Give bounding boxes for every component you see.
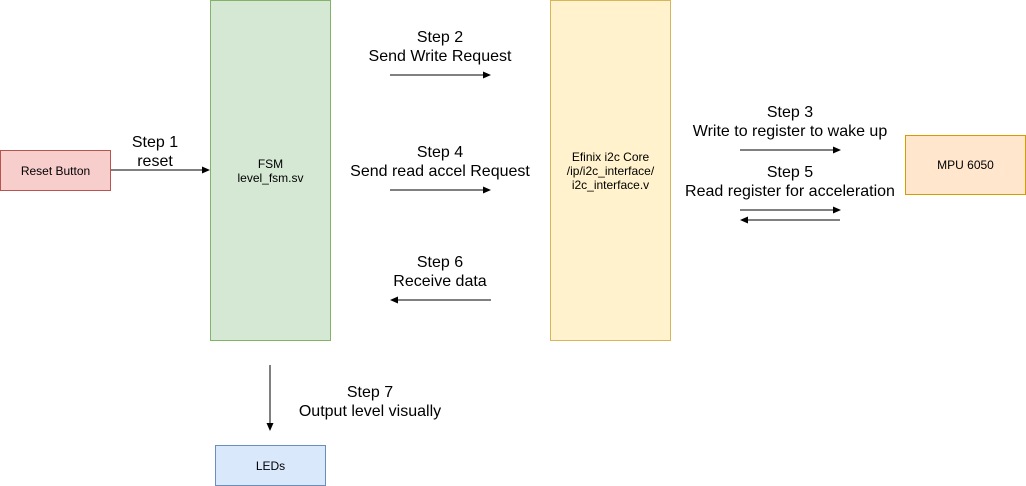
step2-label: Step 2 Send Write Request: [369, 28, 512, 66]
step7-label: Step 7 Output level visually: [299, 383, 441, 421]
fsm-file: level_fsm.sv: [237, 170, 304, 185]
step3-desc: Write to register to wake up: [692, 123, 888, 140]
step7-desc: Output level visually: [298, 403, 442, 420]
leds-node: LEDs: [215, 445, 326, 486]
step1-title: Step 1: [131, 134, 179, 151]
mpu-label: MPU 6050: [937, 158, 994, 172]
step5-label: Step 5 Read register for acceleration: [685, 163, 895, 201]
step5-desc: Read register for acceleration: [685, 183, 895, 200]
step6-desc: Receive data: [393, 273, 487, 290]
reset-button-node: Reset Button: [0, 150, 111, 191]
fsm-node: FSM level_fsm.sv: [210, 0, 331, 341]
efinix-title: Efinix i2c Core: [571, 149, 650, 164]
mpu-6050-node: MPU 6050: [905, 135, 1026, 195]
step2-title: Step 2: [416, 29, 464, 46]
step6-title: Step 6: [416, 254, 464, 271]
step1-desc: reset: [137, 153, 173, 170]
efinix-i2c-core-node: Efinix i2c Core /ip/i2c_interface/ i2c_i…: [550, 0, 671, 341]
step3-label: Step 3 Write to register to wake up: [693, 103, 887, 141]
leds-label: LEDs: [255, 458, 286, 473]
step2-desc: Send Write Request: [368, 48, 512, 65]
step1-label: Step 1 reset: [132, 133, 178, 171]
step4-label: Step 4 Send read accel Request: [350, 143, 530, 181]
step4-desc: Send read accel Request: [350, 163, 530, 180]
step3-title: Step 3: [766, 104, 814, 121]
efinix-file: i2c_interface.v: [571, 177, 650, 192]
step5-title: Step 5: [766, 164, 814, 181]
efinix-path: /ip/i2c_interface/: [566, 163, 655, 178]
fsm-title: FSM: [257, 156, 284, 171]
reset-button-label: Reset Button: [20, 163, 91, 178]
step7-title: Step 7: [346, 384, 394, 401]
step6-label: Step 6 Receive data: [393, 253, 486, 291]
step4-title: Step 4: [416, 144, 464, 161]
